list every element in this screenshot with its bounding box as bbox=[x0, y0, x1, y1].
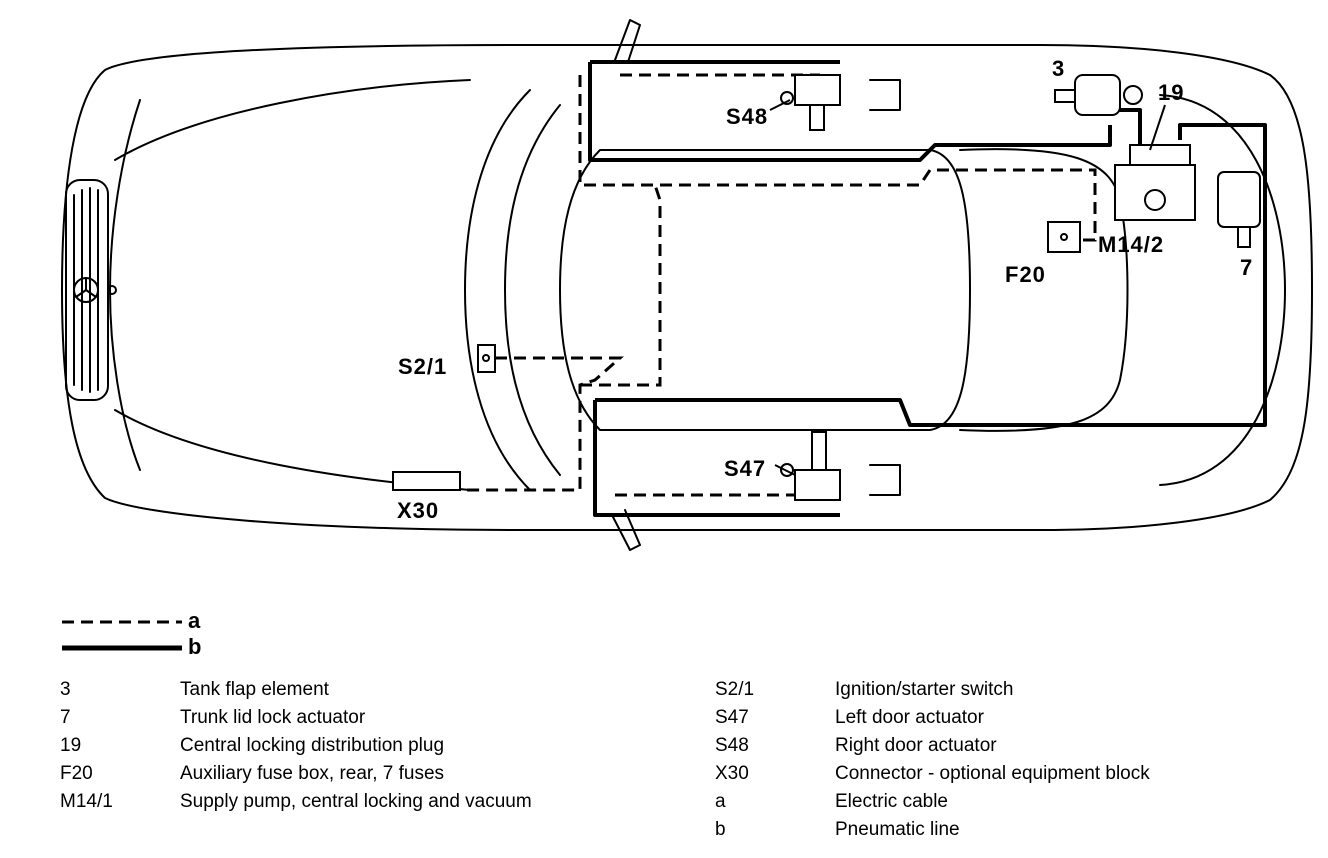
legend-desc: Auxiliary fuse box, rear, 7 fuses bbox=[180, 763, 445, 784]
legend-desc: Central locking distribution plug bbox=[180, 735, 445, 756]
legend-right: S2/1 Ignition/starter switch S47 Left door… bbox=[715, 676, 1150, 844]
legend-row: X30 Connector - optional equipment block bbox=[715, 760, 1150, 788]
legend-desc: Connector - optional equipment block bbox=[835, 763, 1150, 784]
key-b-label: b bbox=[188, 634, 202, 659]
electric-cable-ignition bbox=[460, 356, 624, 492]
legend-row: 19 Central locking distribution plug bbox=[60, 732, 532, 760]
electric-cable-right-door bbox=[578, 75, 1097, 242]
legend-row: b Pneumatic line bbox=[715, 816, 1150, 844]
legend-code: M14/1 bbox=[60, 791, 113, 812]
legend-code: 19 bbox=[60, 735, 82, 756]
legend-desc: Tank flap element bbox=[180, 679, 329, 700]
legend-row: S47 Left door actuator bbox=[715, 704, 1150, 732]
legend-code: S47 bbox=[715, 707, 749, 728]
legend-code: F20 bbox=[60, 763, 93, 784]
mirror-top bbox=[614, 19, 641, 63]
label-m14-2: M14/2 bbox=[1098, 232, 1164, 257]
label-s47: S47 bbox=[724, 456, 766, 481]
legend-code: b bbox=[715, 819, 726, 840]
legend-code: a bbox=[715, 791, 726, 812]
legend-desc: Supply pump, central locking and vacuum bbox=[180, 791, 532, 812]
legend-row: F20 Auxiliary fuse box, rear, 7 fuses bbox=[60, 760, 532, 788]
car-top-view-diagram: 3 19 S48 M14/2 F20 7 S2/1 S47 X30 bbox=[61, 19, 1313, 551]
legend-code: S48 bbox=[715, 735, 749, 756]
legend-desc: Right door actuator bbox=[835, 735, 997, 756]
legend-code: X30 bbox=[715, 763, 749, 784]
hood-curve bbox=[109, 99, 141, 471]
s48-actuator bbox=[794, 74, 841, 106]
legend-left: 3 Tank flap element 7 Trunk lid lock actua… bbox=[60, 676, 532, 816]
tank-flap-element bbox=[1074, 74, 1121, 116]
legend-code: S2/1 bbox=[715, 679, 755, 700]
s47-actuator bbox=[794, 469, 841, 501]
legend-row: S2/1 Ignition/starter switch bbox=[715, 676, 1150, 704]
legend-desc: Ignition/starter switch bbox=[835, 679, 1014, 700]
label-s2-1: S2/1 bbox=[398, 354, 447, 379]
label-s48: S48 bbox=[726, 104, 768, 129]
line-samples bbox=[62, 620, 182, 651]
pneumatic-line-right-door bbox=[588, 60, 1112, 162]
legend-row: 7 Trunk lid lock actuator bbox=[60, 704, 532, 732]
distribution-plug bbox=[1129, 144, 1191, 166]
legend-desc: Pneumatic line bbox=[835, 819, 960, 840]
roof-outline bbox=[559, 149, 971, 431]
windshield bbox=[464, 89, 531, 491]
hood-line-top bbox=[114, 79, 471, 161]
legend-row: S48 Right door actuator bbox=[715, 732, 1150, 760]
line-type-key: a b bbox=[60, 605, 260, 665]
label-7: 7 bbox=[1240, 255, 1253, 280]
car-body-outline bbox=[61, 44, 1313, 531]
label-3: 3 bbox=[1052, 56, 1065, 81]
cabin-front bbox=[504, 104, 561, 476]
legend-row: M14/1 Supply pump, central locking and va… bbox=[60, 788, 532, 816]
legend-code: 3 bbox=[60, 679, 71, 700]
legend-desc: Trunk lid lock actuator bbox=[180, 707, 366, 728]
trunk-lid-actuator bbox=[1217, 171, 1261, 228]
legend-desc: Electric cable bbox=[835, 791, 948, 812]
x30-connector bbox=[392, 471, 461, 491]
mirror-bottom bbox=[611, 509, 641, 551]
legend-desc: Left door actuator bbox=[835, 707, 984, 728]
label-f20: F20 bbox=[1005, 262, 1046, 287]
label-19: 19 bbox=[1158, 80, 1184, 105]
label-x30: X30 bbox=[397, 498, 439, 523]
key-a-label: a bbox=[188, 608, 201, 633]
rear-window bbox=[959, 148, 1129, 432]
legend-row: 3 Tank flap element bbox=[60, 676, 532, 704]
legend-code: 7 bbox=[60, 707, 71, 728]
legend-row: a Electric cable bbox=[715, 788, 1150, 816]
pneumatic-line-left-door bbox=[595, 123, 1267, 427]
